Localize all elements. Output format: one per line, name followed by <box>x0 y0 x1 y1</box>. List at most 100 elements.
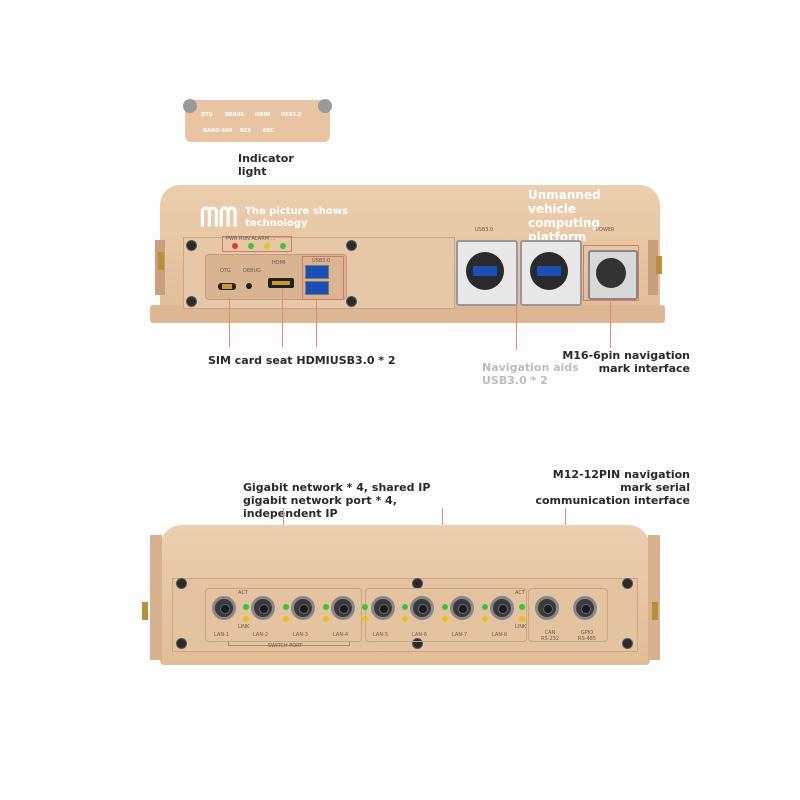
lan-1-port[interactable] <box>212 596 236 620</box>
strip-label-usb: USB3.0 <box>281 112 302 118</box>
debug-port[interactable] <box>246 283 252 289</box>
leader-line <box>610 300 611 348</box>
serial-group <box>528 588 608 642</box>
usb-port[interactable] <box>305 281 329 295</box>
screw-icon <box>176 578 187 589</box>
leader-line <box>316 298 317 347</box>
power-box <box>583 245 639 301</box>
strip-knob-right <box>318 99 332 113</box>
led-yellow <box>264 243 270 249</box>
front-panel-bottom <box>172 578 638 652</box>
sim-slot[interactable] <box>222 284 232 289</box>
screw-icon <box>186 240 197 251</box>
antenna-left <box>142 602 148 620</box>
screw-icon <box>622 638 633 649</box>
lan-label: LAN-6 <box>412 632 428 638</box>
screw-icon <box>186 296 197 307</box>
callout-sim-hdmi-usb: SIM card seat HDMIUSB3.0 * 2 <box>208 354 396 367</box>
usb-box <box>302 256 344 300</box>
lan-4-port[interactable] <box>331 596 355 620</box>
lan-6-port[interactable] <box>410 596 434 620</box>
callout-m12: M12-12PIN navigation mark serial communi… <box>535 468 690 507</box>
antenna-mount-right <box>648 240 658 295</box>
antenna-right <box>652 602 658 620</box>
logo-icon: ᗰᗰ <box>200 203 238 233</box>
lan-8-port[interactable] <box>490 596 514 620</box>
link-led <box>519 604 525 610</box>
callout-nav-usb: Navigation aids USB3.0 * 2 <box>482 361 579 387</box>
screw-icon <box>412 638 423 649</box>
link-led <box>362 604 368 610</box>
lan-label: LAN-5 <box>373 632 389 638</box>
power-label: POWER <box>596 227 615 233</box>
antenna-right <box>656 256 662 274</box>
leader-line <box>282 288 283 347</box>
leader-line <box>229 297 230 347</box>
side-mount-right <box>648 535 660 660</box>
led-labels: PWR RUN ALARM ... <box>226 236 276 242</box>
link-led <box>442 604 448 610</box>
hdmi-pins <box>272 281 290 285</box>
act-led <box>243 616 249 622</box>
act-led <box>442 616 448 622</box>
link-label: LINK <box>238 624 250 630</box>
serial-label: CAN RS-232 <box>541 630 559 642</box>
usb-label: USB3.0 <box>312 258 331 264</box>
screw-icon <box>346 296 357 307</box>
lan-label: LAN-4 <box>333 632 349 638</box>
act-label: ACT <box>515 590 525 596</box>
lan-label: LAN-2 <box>253 632 269 638</box>
lan-5-port[interactable] <box>371 596 395 620</box>
screw-icon <box>346 240 357 251</box>
switch-label: SWITCH PORT <box>268 643 303 649</box>
lan-label: LAN-1 <box>214 632 230 638</box>
act-led <box>402 616 408 622</box>
screw-icon <box>622 578 633 589</box>
strip-label-rec: REC <box>263 128 274 134</box>
strip-label-debug: DEBUG <box>225 112 245 118</box>
usb-icon <box>537 266 561 276</box>
link-led <box>283 604 289 610</box>
usb-icon <box>473 266 497 276</box>
usb-port[interactable] <box>305 265 329 279</box>
callout-indicator: Indicator light <box>238 152 294 178</box>
lan-7-port[interactable] <box>450 596 474 620</box>
otg-label: OTG <box>220 268 231 274</box>
lan-group-1 <box>205 588 362 642</box>
hdmi-label: HDMI <box>272 260 286 266</box>
act-label: ACT <box>238 590 248 596</box>
strip-label-res: RES <box>240 128 251 134</box>
lan-3-port[interactable] <box>291 596 315 620</box>
serial-label: GPIO RS-485 <box>578 630 596 642</box>
side-mount-left <box>150 535 162 660</box>
strip-label-otg: OTG <box>201 112 213 118</box>
act-led <box>323 616 329 622</box>
device-top-base <box>150 305 665 323</box>
led-green <box>248 243 254 249</box>
lan-label: LAN-7 <box>452 632 468 638</box>
callout-m16: M16-6pin navigation mark interface <box>562 349 690 375</box>
link-led <box>243 604 249 610</box>
strip-label-hdmi: HDMI <box>255 112 271 118</box>
act-led <box>283 616 289 622</box>
act-led <box>482 616 488 622</box>
lan-2-port[interactable] <box>251 596 275 620</box>
overlay-title: Unmanned vehicle computing platform <box>528 188 601 244</box>
link-led <box>323 604 329 610</box>
lan-label: LAN-3 <box>293 632 309 638</box>
indicator-strip: OTG DEBUG HDMI USB3.0 NANO-SIM RES REC <box>183 99 332 142</box>
gpio-rs485-port[interactable] <box>573 596 597 620</box>
usb-nav-label: USB3.0 <box>475 227 494 233</box>
lan-label: LAN-8 <box>492 632 508 638</box>
leader-line <box>516 302 517 350</box>
led-green <box>280 243 286 249</box>
switch-bracket <box>228 641 350 646</box>
led-red <box>232 243 238 249</box>
overlay-text: The picture shows technology <box>245 206 348 229</box>
m16-connector-icon <box>596 258 626 288</box>
screw-icon <box>176 638 187 649</box>
link-led <box>402 604 408 610</box>
strip-label-sim: NANO-SIM <box>203 128 233 134</box>
strip-knob-left <box>183 99 197 113</box>
can-rs232-port[interactable] <box>535 596 559 620</box>
